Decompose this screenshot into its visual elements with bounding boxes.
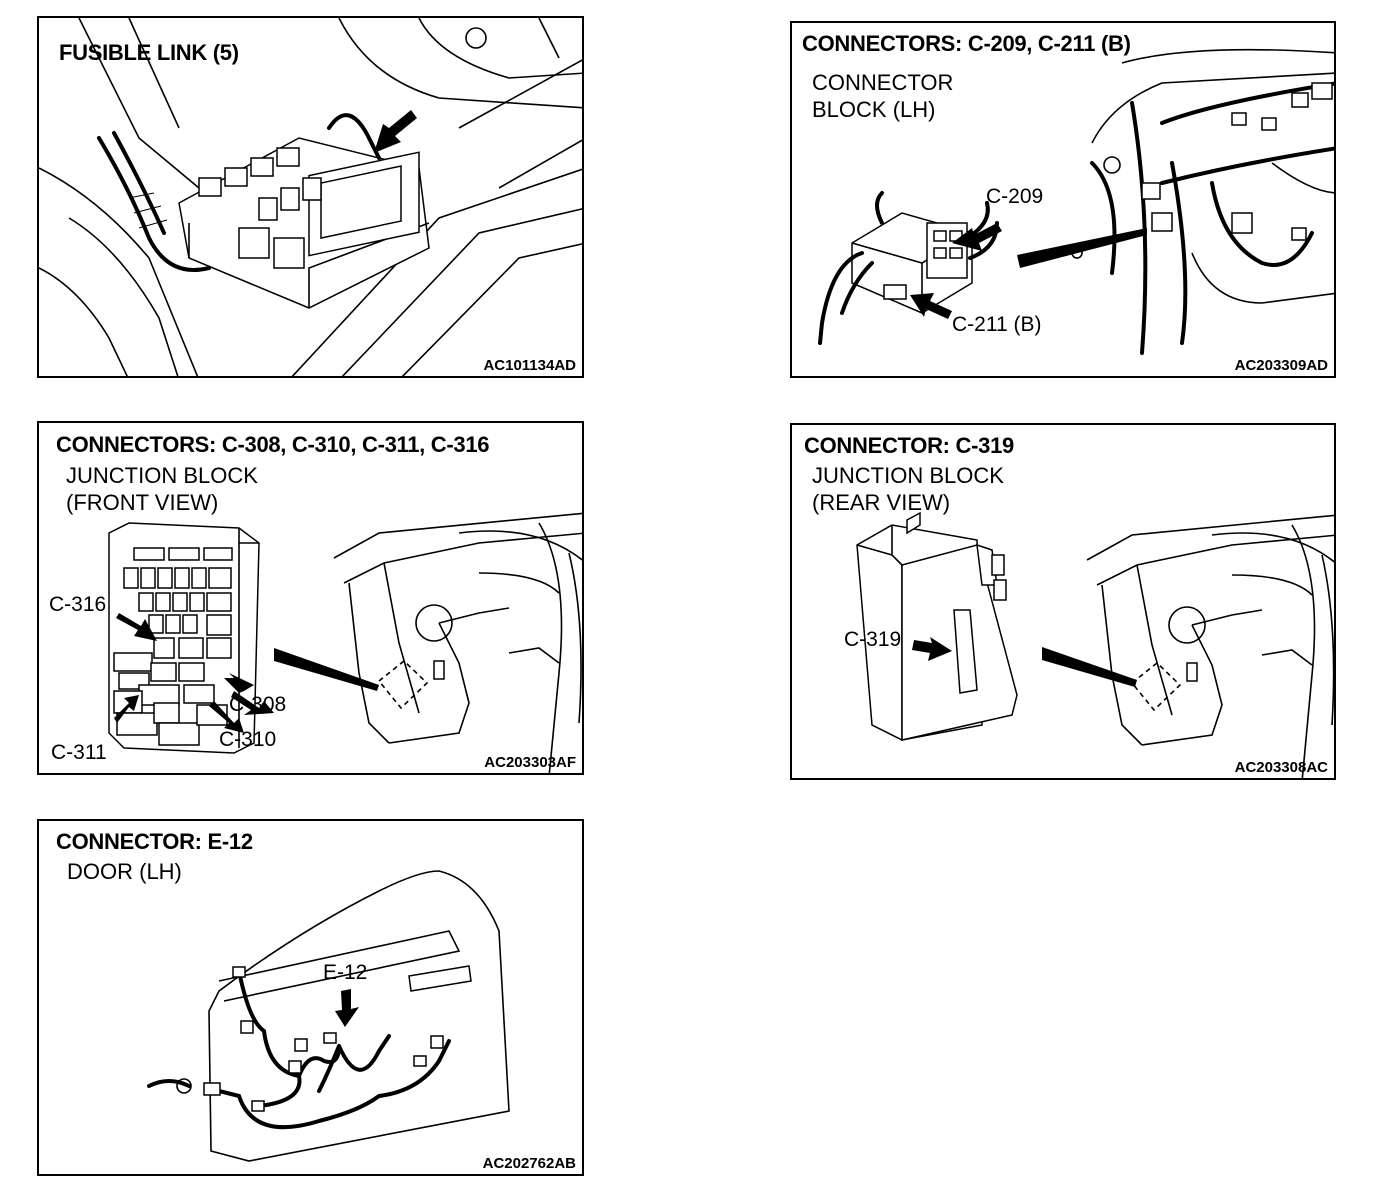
panel-junction-block-front: CONNECTORS: C-308, C-310, C-311, C-316 J… bbox=[37, 421, 584, 775]
panel-title: CONNECTOR: E-12 bbox=[56, 829, 253, 854]
callout-c-209: C-209 bbox=[986, 185, 1044, 208]
panel-connector-block-lh: CONNECTORS: C-209, C-211 (B) CONNECTOR B… bbox=[790, 21, 1336, 378]
panel-subtitle-line2: BLOCK (LH) bbox=[812, 97, 936, 122]
panel-subtitle-line1: JUNCTION BLOCK bbox=[66, 463, 258, 488]
panel-subtitle-line1: JUNCTION BLOCK bbox=[812, 463, 1004, 488]
junction-block-front-illustration bbox=[108, 512, 582, 773]
panel-title: CONNECTOR: C-319 bbox=[804, 433, 1014, 458]
fusible-link-illustration bbox=[39, 18, 582, 376]
panel-subtitle-line2: (FRONT VIEW) bbox=[66, 490, 219, 515]
panel-title: CONNECTORS: C-308, C-310, C-311, C-316 bbox=[56, 432, 490, 457]
panel-door-lh: CONNECTOR: E-12 DOOR (LH) E-12 AC202762A… bbox=[37, 819, 584, 1176]
callout-c-316: C-316 bbox=[49, 593, 107, 616]
panel-fusible-link: FUSIBLE LINK (5) AC101134AD bbox=[37, 16, 584, 378]
figure-code: AC101134AD bbox=[483, 357, 576, 374]
figure-code: AC203309AD bbox=[1234, 357, 1328, 374]
fuse-grid bbox=[113, 547, 233, 746]
callout-e-12: E-12 bbox=[323, 961, 368, 984]
panel-title: CONNECTORS: C-209, C-211 (B) bbox=[802, 31, 1131, 56]
panel-subtitle-line1: CONNECTOR bbox=[812, 70, 954, 95]
figure-code: AC203303AF bbox=[484, 754, 576, 771]
callout-c-311: C-311 bbox=[51, 741, 107, 764]
junction-block-rear-illustration bbox=[856, 511, 1334, 778]
figure-code: AC202762AB bbox=[482, 1155, 576, 1172]
connector-block-illustration bbox=[818, 48, 1334, 355]
callout-c-319: C-319 bbox=[844, 628, 902, 651]
panel-junction-block-rear: CONNECTOR: C-319 JUNCTION BLOCK (REAR VI… bbox=[790, 423, 1336, 780]
panel-title: FUSIBLE LINK (5) bbox=[59, 40, 239, 65]
door-illustration bbox=[147, 870, 510, 1162]
callout-c-308: C-308 bbox=[229, 693, 287, 716]
callout-c-211b: C-211 (B) bbox=[952, 313, 1042, 336]
panel-subtitle-line1: DOOR (LH) bbox=[67, 859, 182, 884]
callout-c-310: C-310 bbox=[219, 728, 277, 751]
figure-code: AC203308AC bbox=[1234, 759, 1328, 776]
panel-subtitle-line2: (REAR VIEW) bbox=[812, 490, 951, 515]
